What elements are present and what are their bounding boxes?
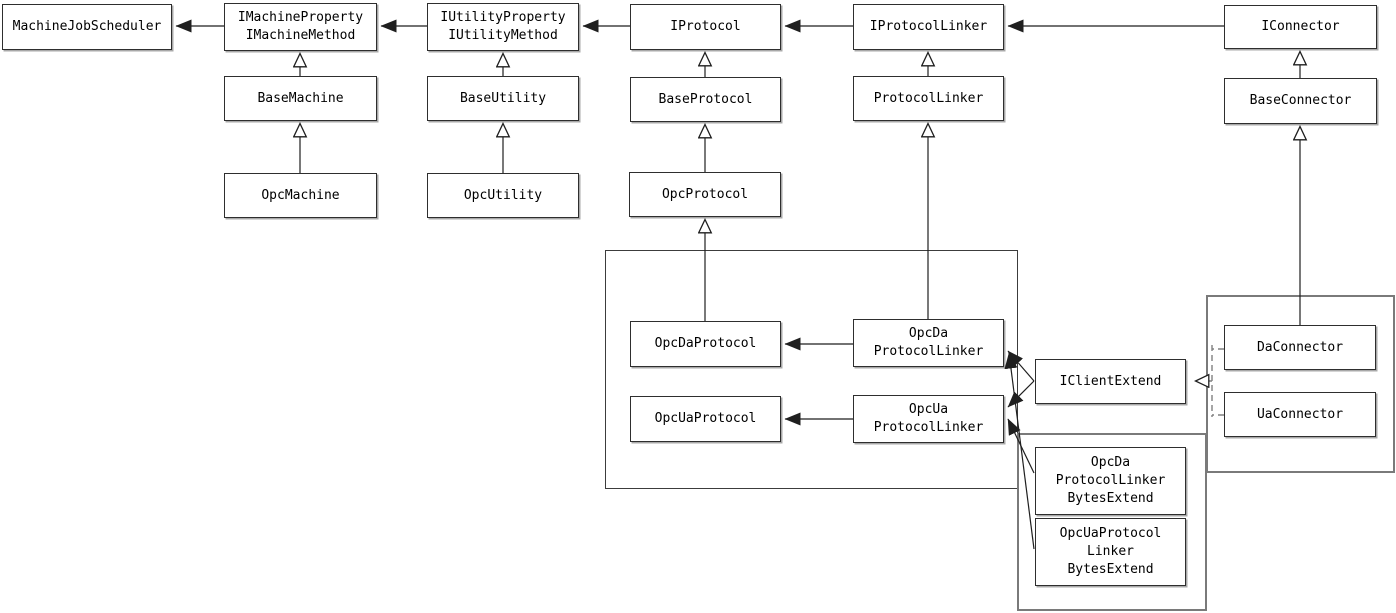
class-label: IConnector (1261, 19, 1340, 34)
class-box-baseconnector[interactable]: BaseConnector (1224, 78, 1377, 124)
class-box-opcuaprotocollinkerbytesextend[interactable]: OpcUaProtocol Linker BytesExtend (1035, 518, 1186, 586)
class-box-imachineproperty-imachinemethod[interactable]: IMachineProperty IMachineMethod (224, 3, 377, 51)
class-box-opcdaprotocol[interactable]: OpcDaProtocol (630, 321, 781, 367)
class-box-basemachine[interactable]: BaseMachine (224, 76, 377, 121)
class-box-opcuaprotocollinker[interactable]: OpcUa ProtocolLinker (853, 395, 1004, 443)
class-label: BaseUtility (459, 90, 547, 106)
class-label: OpcUa (908, 402, 949, 417)
class-label: IMachineMethod (245, 28, 356, 43)
class-label: OpcUaProtocol (654, 411, 757, 426)
class-label: IProtocol (670, 19, 741, 34)
class-box-uaconnector[interactable]: UaConnector (1224, 392, 1376, 437)
class-box-iconnector[interactable]: IConnector (1224, 5, 1377, 49)
class-label: IClientExtend (1059, 373, 1162, 389)
class-label: IUtilityProperty (440, 10, 566, 25)
class-box-opcprotocol[interactable]: OpcProtocol (629, 172, 781, 217)
class-label: IMachineProperty (237, 10, 364, 25)
class-box-iprotocollinker[interactable]: IProtocolLinker (853, 4, 1004, 50)
class-label: OpcUtility (463, 187, 543, 203)
class-label: ProtocolLinker (873, 90, 984, 106)
class-label: UaConnector (1256, 406, 1344, 422)
class-box-daconnector[interactable]: DaConnector (1224, 325, 1376, 370)
group-connector-package (1206, 295, 1395, 473)
class-label: OpcDaProtocol (654, 336, 757, 351)
class-box-protocollinker[interactable]: ProtocolLinker (853, 76, 1004, 121)
class-box-opcuaprotocol[interactable]: OpcUaProtocol (630, 396, 781, 442)
class-label: BytesExtend (1067, 562, 1154, 577)
class-box-opcmachine[interactable]: OpcMachine (224, 173, 377, 218)
class-label: DaConnector (1256, 339, 1344, 355)
class-label: OpcDa (1090, 455, 1131, 470)
class-box-iutilityproperty-iutilitymethod[interactable]: IUtilityProperty IUtilityMethod (427, 3, 579, 51)
class-label: ProtocolLinker (1055, 473, 1166, 488)
class-box-opcdaprotocollinker[interactable]: OpcDa ProtocolLinker (853, 319, 1004, 367)
class-label: BaseConnector (1249, 93, 1352, 108)
class-box-baseprotocol[interactable]: BaseProtocol (630, 77, 781, 122)
class-label: Linker (1087, 544, 1134, 559)
class-label: BytesExtend (1067, 491, 1154, 506)
class-label: MachineJobScheduler (12, 19, 162, 34)
class-box-opcdaprotocollinkerbytesextend[interactable]: OpcDa ProtocolLinker BytesExtend (1035, 447, 1186, 515)
class-box-iprotocol[interactable]: IProtocol (630, 4, 781, 50)
class-box-iclientextend[interactable]: IClientExtend (1035, 359, 1186, 404)
class-label: OpcProtocol (661, 186, 749, 202)
class-box-opcutility[interactable]: OpcUtility (427, 173, 579, 218)
class-label: BaseMachine (257, 90, 344, 106)
class-box-machinejobscheduler[interactable]: MachineJobScheduler (2, 4, 172, 50)
class-box-baseutility[interactable]: BaseUtility (427, 76, 579, 121)
class-label: IUtilityMethod (448, 28, 558, 43)
class-label: OpcUaProtocol (1059, 526, 1162, 541)
class-label: OpcDa (908, 326, 949, 341)
class-label: OpcMachine (261, 187, 340, 203)
class-label: IProtocolLinker (869, 19, 988, 34)
class-label: ProtocolLinker (873, 344, 984, 359)
group-opc-protocol-package (605, 250, 1018, 489)
class-label: BaseProtocol (658, 91, 753, 107)
class-label: ProtocolLinker (873, 420, 984, 435)
